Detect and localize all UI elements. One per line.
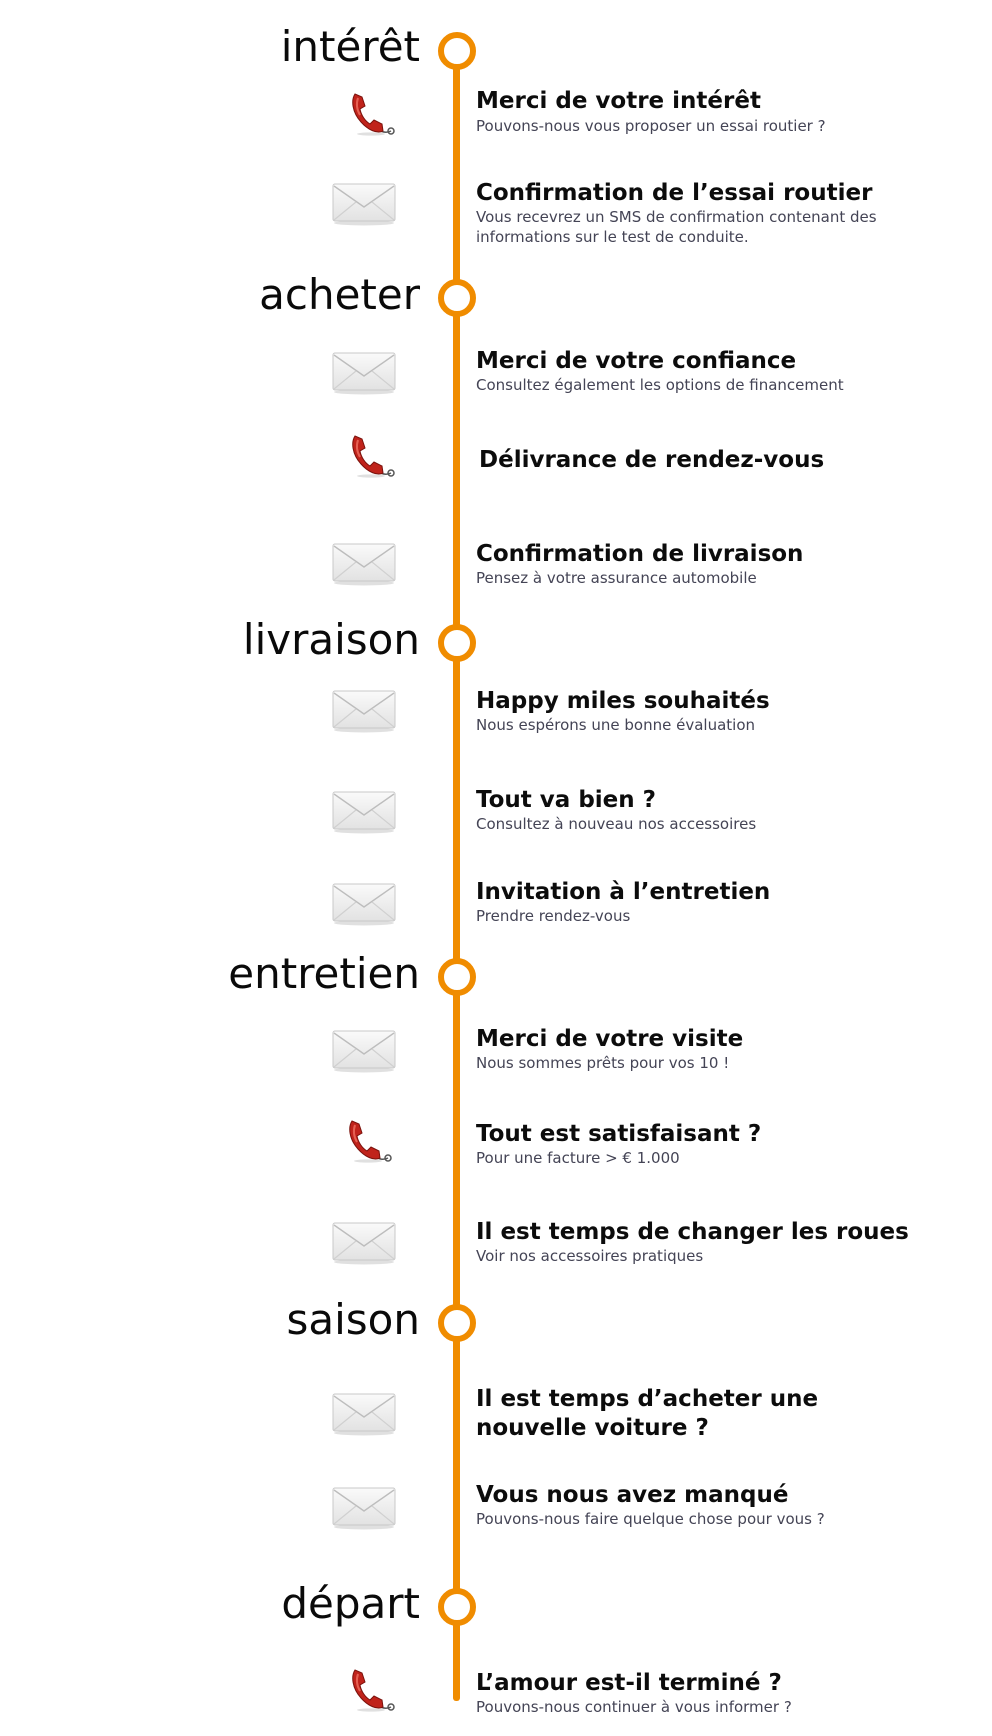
step-title: Confirmation de l’essai routier [476, 180, 873, 206]
stage-label-saison: saison [286, 1295, 421, 1344]
step-title: Il est temps d’acheter une nouvelle voit… [476, 1386, 819, 1441]
stage-label-entretien: entretien [228, 949, 420, 998]
step-subtitle: Consultez à nouveau nos accessoires [476, 815, 757, 833]
envelope-icon [332, 542, 396, 586]
stage-label-livraison: livraison [242, 615, 420, 664]
step-title: L’amour est-il terminé ? [476, 1670, 782, 1696]
stage-node-depart [438, 1588, 476, 1626]
step-title: Tout est satisfaisant ? [476, 1121, 762, 1147]
stage-label-acheter: acheter [259, 270, 420, 319]
stage-node-saison [438, 1304, 476, 1342]
envelope-icon [332, 182, 396, 226]
step-subtitle: Pouvons-nous vous proposer un essai rout… [476, 117, 826, 135]
step-title: Confirmation de livraison [476, 541, 804, 567]
stage-node-entretien [438, 958, 476, 996]
step-title: Vous nous avez manqué [476, 1482, 789, 1508]
envelope-icon [332, 1486, 396, 1530]
step-title: Tout va bien ? [476, 787, 657, 813]
step-subtitle: Nous sommes prêts pour vos 10 ! [476, 1054, 730, 1072]
step-subtitle: Consultez également les options de finan… [476, 376, 844, 394]
step-title: Happy miles souhaités [476, 688, 770, 714]
phone-icon [349, 1666, 397, 1712]
step-subtitle: Prendre rendez-vous [476, 907, 631, 925]
step-subtitle: Pouvons-nous faire quelque chose pour vo… [476, 1510, 825, 1528]
envelope-icon [332, 1221, 396, 1265]
envelope-icon [332, 1392, 396, 1436]
step-subtitle: Pour une facture > € 1.000 [476, 1149, 680, 1167]
envelope-icon [332, 689, 396, 733]
stage-node-acheter [438, 279, 476, 317]
step-subtitle: Voir nos accessoires pratiques [476, 1247, 704, 1265]
envelope-icon [332, 790, 396, 834]
timeline-line [453, 48, 460, 1701]
step-subtitle: Nous espérons une bonne évaluation [476, 716, 756, 734]
envelope-icon [332, 351, 396, 395]
stage-label-depart: départ [281, 1579, 420, 1628]
step-title: Merci de votre confiance [476, 348, 797, 374]
phone-icon [346, 1117, 394, 1163]
step-title: Merci de votre intérêt [476, 88, 761, 114]
phone-icon [349, 90, 397, 136]
stage-node-interet [438, 32, 476, 70]
envelope-icon [332, 882, 396, 926]
step-title: Il est temps de changer les roues [476, 1219, 909, 1245]
step-title: Merci de votre visite [476, 1026, 744, 1052]
envelope-icon [332, 1029, 396, 1073]
phone-icon [349, 432, 397, 478]
step-subtitle: Vous recevrez un SMS de confirmation con… [476, 208, 877, 246]
step-title: Délivrance de rendez-vous [479, 447, 825, 473]
step-title: Invitation à l’entretien [476, 879, 771, 905]
stage-node-livraison [438, 624, 476, 662]
step-subtitle: Pensez à votre assurance automobile [476, 569, 757, 587]
stage-label-interet: intérêt [280, 22, 420, 71]
step-subtitle: Pouvons-nous continuer à vous informer ? [476, 1698, 792, 1716]
